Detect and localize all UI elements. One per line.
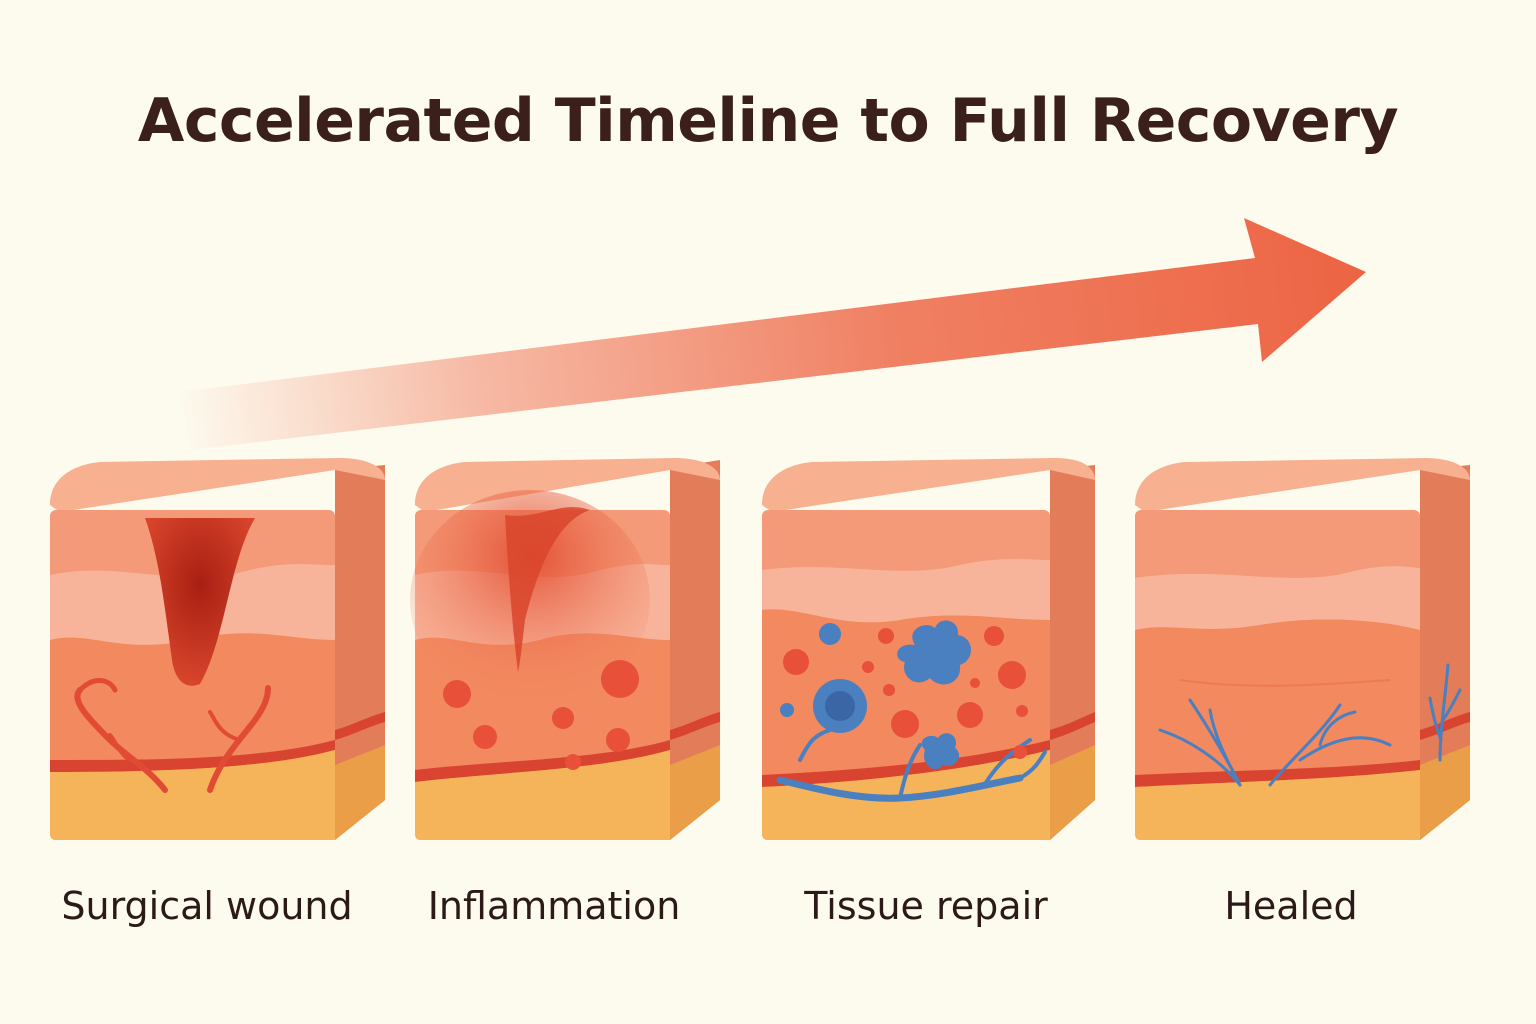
stage-block-inflammation (410, 458, 720, 840)
stage-label-tissue-repair: Tissue repair (804, 884, 1048, 928)
page-title: Accelerated Timeline to Full Recovery (137, 86, 1399, 156)
stage-block-surgical-wound (50, 458, 385, 840)
stage-block-healed (1135, 458, 1470, 840)
stage-label-healed: Healed (1224, 884, 1358, 928)
stage-block-tissue-repair (762, 458, 1095, 840)
stage-label-inflammation: Inflammation (427, 884, 681, 928)
timeline-arrow (180, 218, 1366, 450)
stage-label-surgical-wound: Surgical wound (61, 884, 353, 928)
